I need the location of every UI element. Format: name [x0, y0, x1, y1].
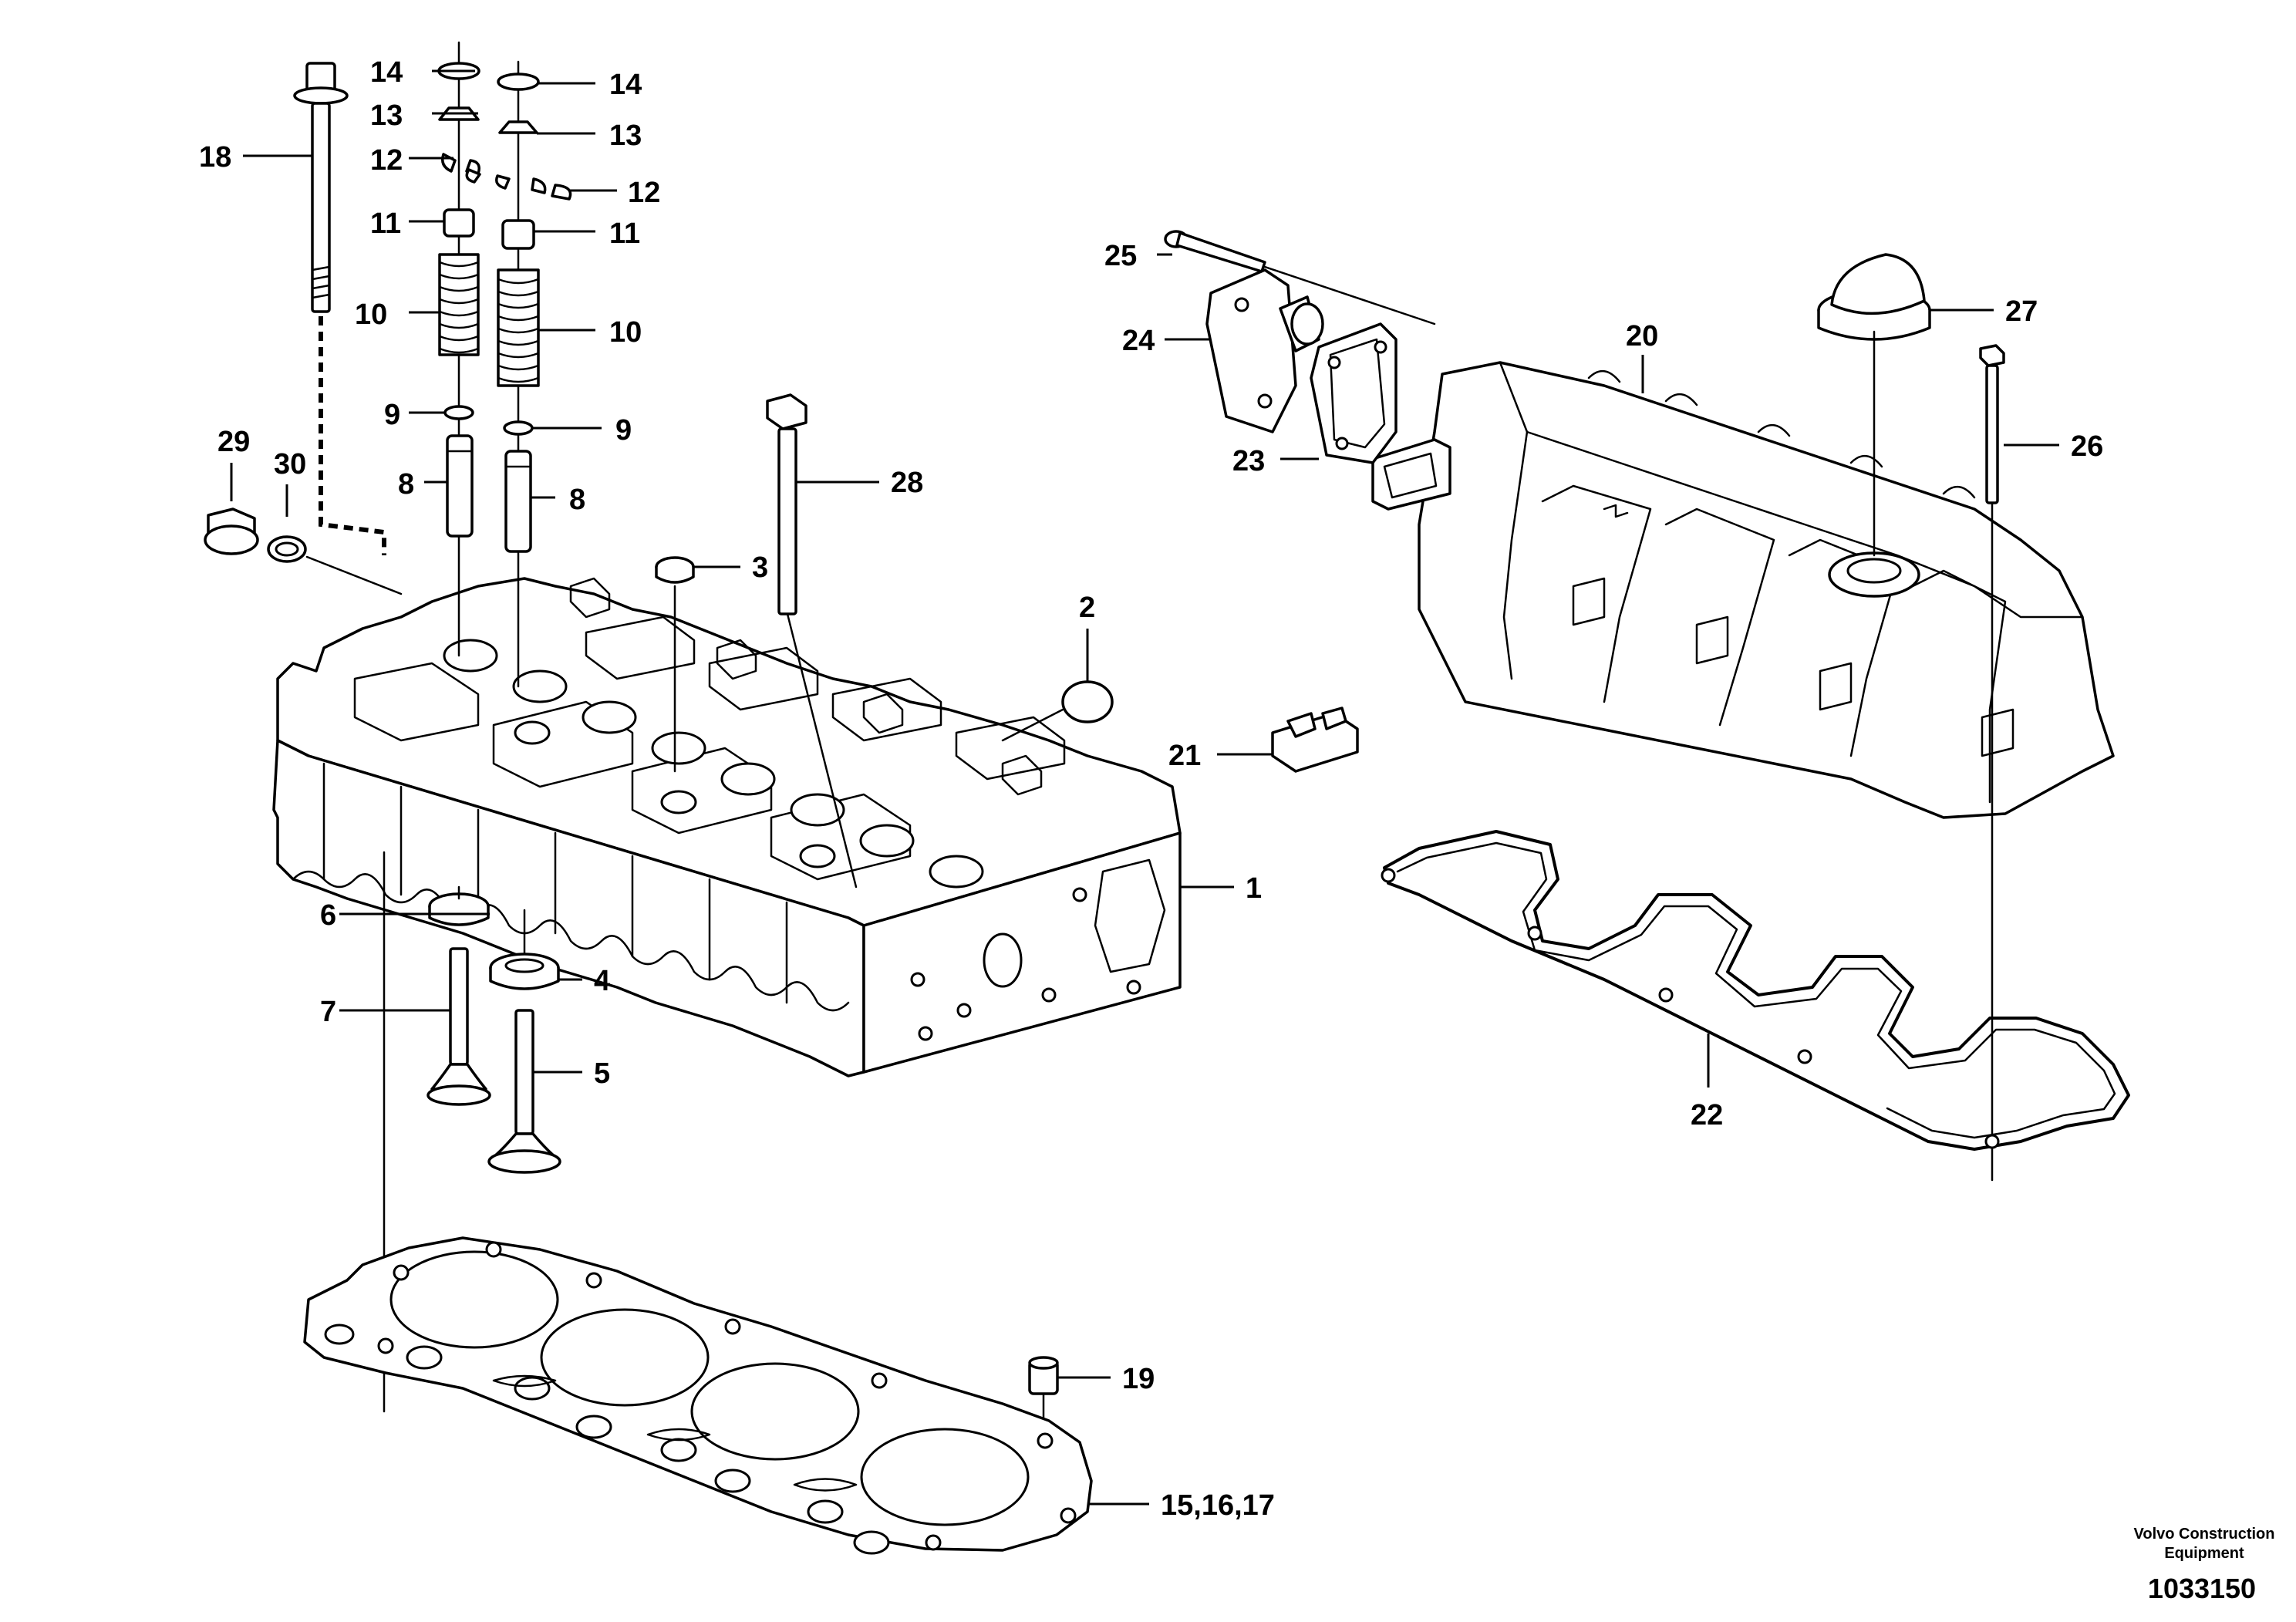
plug-2 [1061, 680, 1114, 723]
cylinder-head [272, 577, 1182, 1077]
brand-line-1: Volvo Construction [2134, 1526, 2275, 1543]
seal-6 [428, 892, 490, 926]
plug-29 [204, 508, 259, 555]
callout-8-left: 8 [398, 468, 414, 501]
callout-9-right: 9 [615, 414, 632, 447]
callout-23: 23 [1232, 445, 1265, 477]
callout-14-left: 14 [370, 56, 403, 89]
brand-line-2: Equipment [2164, 1545, 2244, 1562]
bolt-26 [1979, 344, 2005, 504]
callout-28: 28 [891, 467, 923, 499]
callout-19: 19 [1122, 1363, 1155, 1395]
callout-12-left: 12 [370, 144, 403, 177]
callout-11-left: 11 [370, 207, 401, 240]
callout-4: 4 [594, 965, 610, 997]
valve-7 [426, 947, 491, 1106]
gasket-23 [1310, 322, 1397, 464]
callout-22: 22 [1691, 1099, 1723, 1131]
callout-24: 24 [1122, 325, 1155, 357]
callout-11-right: 11 [609, 218, 640, 250]
callout-21: 21 [1168, 740, 1201, 772]
breather-flange-24 [1205, 268, 1324, 433]
head-gasket [303, 1236, 1093, 1555]
leader-lines [230, 69, 2059, 1506]
oil-cap-27 [1817, 253, 1931, 341]
callout-9-left: 9 [384, 399, 400, 431]
callout-3: 3 [752, 551, 768, 584]
callout-labels: 14 13 12 11 10 9 8 14 13 12 11 10 9 8 18… [199, 56, 2103, 1522]
head-bolt-18 [293, 62, 386, 555]
valve-cover-gasket [1381, 830, 2130, 1151]
callout-26: 26 [2071, 430, 2103, 463]
callout-27: 27 [2005, 295, 2038, 328]
valve-stack-right [465, 60, 572, 688]
callout-5: 5 [594, 1057, 610, 1090]
valve-cover [1371, 361, 2115, 819]
callout-25: 25 [1104, 240, 1137, 272]
valve-spring-left [438, 253, 480, 356]
callout-12-right: 12 [628, 177, 660, 209]
callout-6: 6 [320, 899, 336, 932]
valve-5 [487, 1009, 561, 1174]
callout-7: 7 [320, 996, 336, 1028]
callout-15-16-17: 15,16,17 [1161, 1489, 1275, 1522]
callout-10-left: 10 [355, 298, 387, 331]
valve-spring-right [497, 268, 540, 387]
callout-13-left: 13 [370, 99, 403, 132]
callout-14-right: 14 [609, 69, 642, 101]
callout-1: 1 [1246, 872, 1262, 905]
footer: Volvo Construction Equipment 1033150 [2134, 1526, 2275, 1604]
callout-18: 18 [199, 141, 231, 174]
callout-30: 30 [274, 448, 306, 481]
callout-20: 20 [1626, 320, 1658, 352]
callout-13-right: 13 [609, 120, 642, 152]
callout-29: 29 [217, 426, 250, 458]
washer-30 [267, 535, 307, 563]
callout-10-right: 10 [609, 316, 642, 349]
bracket-21 [1271, 706, 1359, 773]
bolt-25 [1164, 230, 1266, 273]
valve-stack-left [437, 41, 480, 657]
nut-19 [1028, 1356, 1059, 1395]
document-number: 1033150 [2148, 1573, 2256, 1604]
cap-3 [655, 556, 695, 584]
bolt-28 [766, 393, 807, 615]
callout-2: 2 [1079, 592, 1095, 624]
seal-4 [489, 953, 560, 990]
callout-8-right: 8 [569, 484, 585, 516]
